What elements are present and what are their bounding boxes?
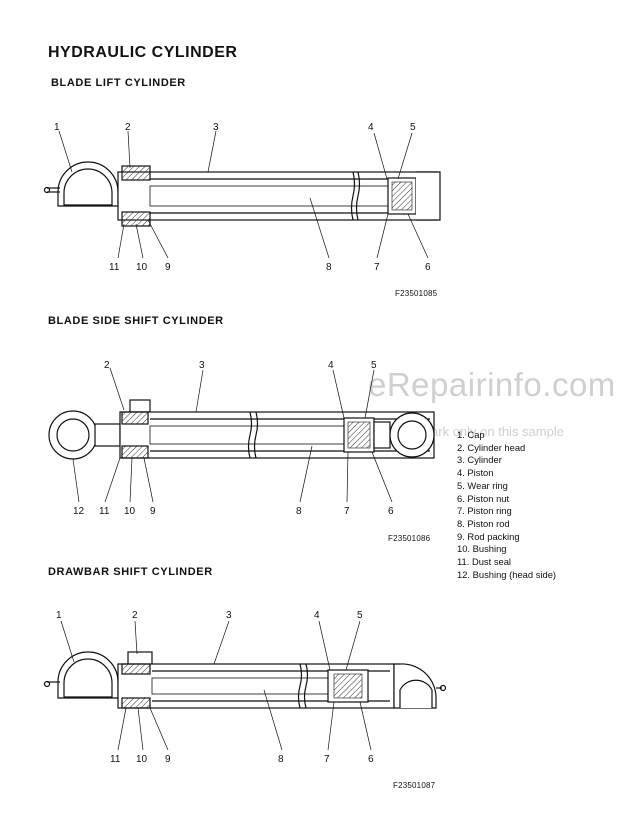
callout-11: 11: [99, 506, 110, 517]
callout-9: 9: [150, 506, 156, 517]
blade-side-shift-figure-code: F23501086: [388, 534, 431, 543]
callout-8: 8: [326, 262, 332, 273]
legend-item: 9. Rod packing: [457, 530, 520, 542]
blade-lift-leader-lines: [58, 130, 429, 259]
callout-6: 6: [425, 262, 431, 273]
callout-1: 1: [54, 122, 60, 133]
blade-side-shift-cylinder-drawing: [48, 399, 435, 460]
callout-4: 4: [368, 122, 374, 133]
callout-9: 9: [165, 754, 171, 765]
callout-3: 3: [226, 610, 232, 621]
callout-10: 10: [124, 506, 136, 517]
blade-side-shift-title: BLADE SIDE SHIFT CYLINDER: [48, 315, 224, 327]
callout-7: 7: [344, 506, 350, 517]
callout-12: 12: [73, 506, 85, 517]
callout-3: 3: [199, 360, 205, 371]
legend-item: 10. Bushing: [457, 543, 507, 555]
callout-9: 9: [165, 262, 171, 273]
callout-10: 10: [136, 754, 148, 765]
callout-7: 7: [374, 262, 380, 273]
watermark: eRepairinfo.com: [368, 366, 616, 403]
callout-7: 7: [324, 754, 330, 765]
callout-8: 8: [296, 506, 302, 517]
parts-legend: 1. Cap 2. Cylinder head 3. Cylinder 4. P…: [457, 429, 556, 581]
legend-item: 7. Piston ring: [457, 505, 512, 517]
blade-lift-figure-code: F23501085: [395, 289, 438, 298]
callout-2: 2: [104, 360, 110, 371]
legend-item: 6. Piston nut: [457, 492, 510, 504]
drawbar-shift-callouts: 1 2 3 4 5 11 10 9 8 7 6: [56, 610, 374, 765]
legend-item: 2. Cylinder head: [457, 441, 526, 453]
callout-5: 5: [410, 122, 416, 133]
drawbar-shift-cylinder-drawing: [43, 651, 447, 709]
legend-item: 11. Dust seal: [457, 556, 512, 568]
callout-4: 4: [314, 610, 320, 621]
callout-3: 3: [213, 122, 219, 133]
callout-6: 6: [388, 506, 394, 517]
callout-2: 2: [125, 122, 131, 133]
legend-item: 5. Wear ring: [457, 479, 508, 491]
drawbar-shift-leader-lines: [60, 620, 372, 751]
blade-side-shift-callouts: 2 3 4 5 12 11 10 9 8 7 6: [73, 360, 394, 517]
callout-10: 10: [136, 262, 148, 273]
page-title: HYDRAULIC CYLINDER: [48, 44, 238, 61]
legend-item: 8. Piston rod: [457, 517, 510, 529]
callout-2: 2: [132, 610, 138, 621]
drawbar-shift-figure-code: F23501087: [393, 781, 436, 790]
legend-item: 12. Bushing (head side): [457, 568, 557, 580]
callout-1: 1: [56, 610, 62, 621]
legend-item: 3. Cylinder: [457, 454, 502, 466]
blade-lift-title: BLADE LIFT CYLINDER: [51, 77, 186, 89]
callout-5: 5: [371, 360, 377, 371]
blade-lift-callouts: 1 2 3 4 5 11 10 9 8 7 6: [54, 122, 431, 273]
callout-6: 6: [368, 754, 374, 765]
blade-side-shift-leader-lines: [72, 367, 393, 503]
drawbar-shift-title: DRAWBAR SHIFT CYLINDER: [48, 566, 213, 578]
callout-5: 5: [357, 610, 363, 621]
legend-item: 1. Cap: [457, 429, 485, 440]
callout-11: 11: [110, 754, 121, 765]
callout-11: 11: [109, 262, 120, 273]
callout-4: 4: [328, 360, 334, 371]
callout-8: 8: [278, 754, 284, 765]
blade-lift-cylinder-drawing: [43, 161, 441, 227]
legend-item: 4. Piston: [457, 467, 494, 479]
